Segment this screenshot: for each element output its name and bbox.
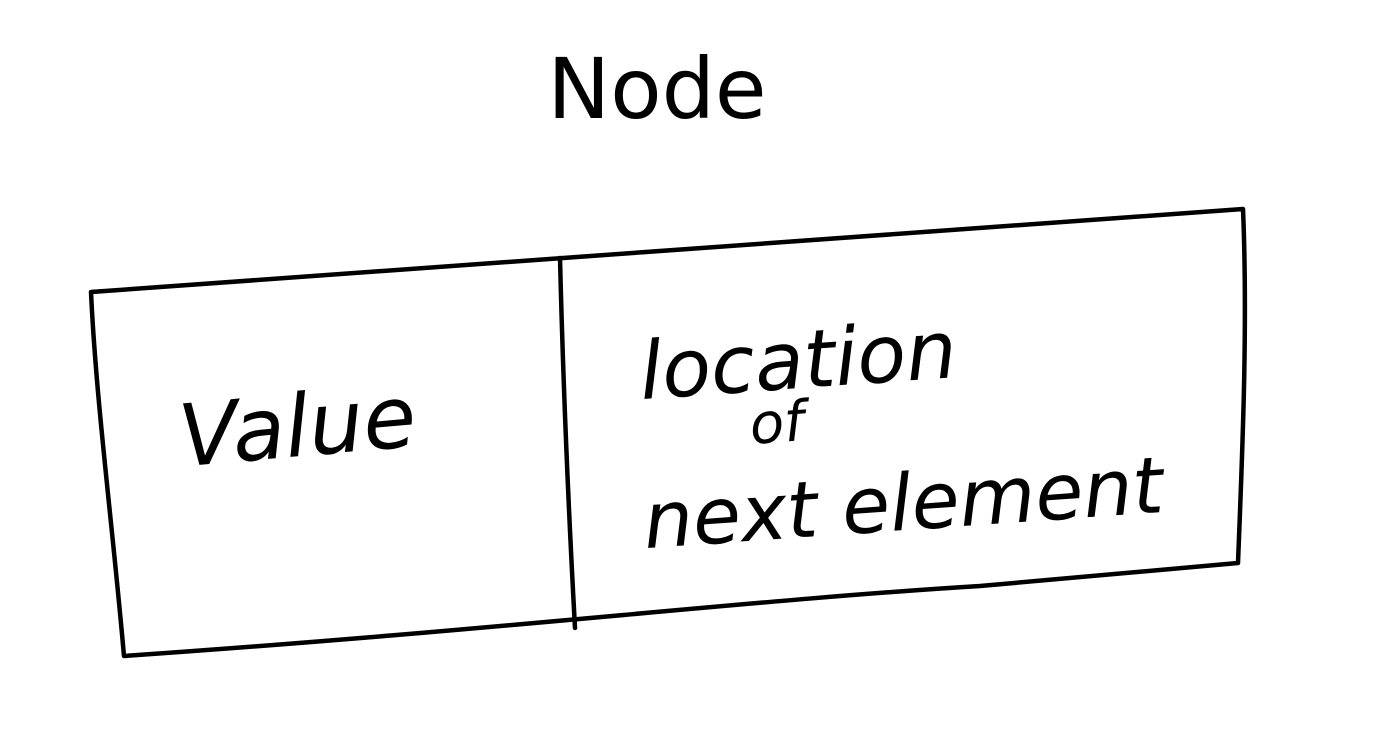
pointer-label-line1: location	[637, 303, 960, 418]
pointer-cell: location of next element	[637, 303, 1169, 567]
cell-divider	[557, 255, 578, 631]
value-cell: Value	[175, 367, 420, 487]
node-box-outline	[88, 206, 1248, 659]
diagram-title: Node	[547, 40, 766, 138]
pointer-label-line3: next element	[640, 441, 1168, 567]
value-label: Value	[175, 367, 420, 487]
